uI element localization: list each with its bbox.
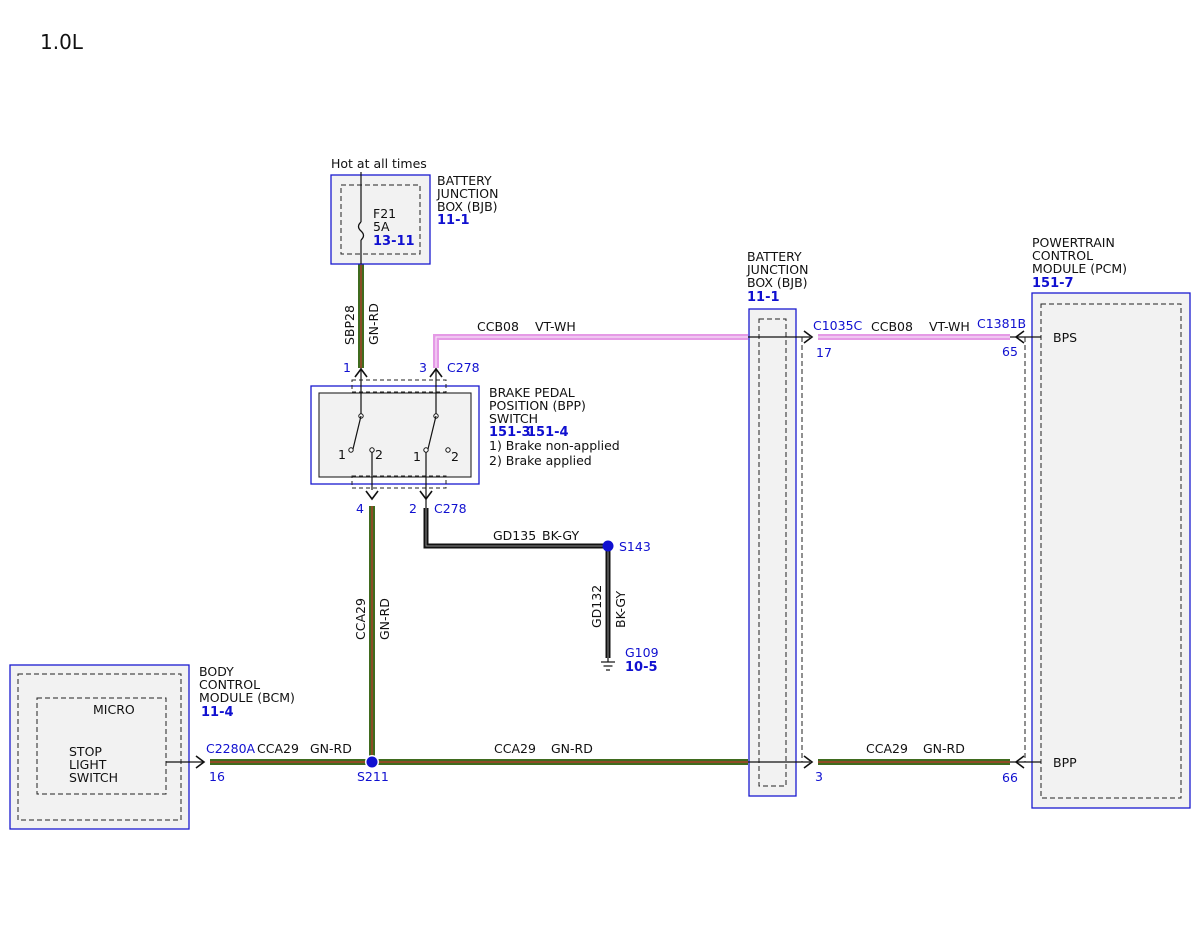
page-title: 1.0L bbox=[40, 30, 84, 54]
ground-g109-id[interactable]: G109 bbox=[625, 645, 659, 660]
pcm-ref[interactable]: 151-7 bbox=[1032, 276, 1074, 291]
bcm-ref[interactable]: 11-4 bbox=[201, 705, 234, 720]
fuse-rating: 5A bbox=[373, 219, 390, 234]
bjb-top-name-line2: JUNCTION bbox=[436, 186, 498, 201]
switch-right-contact-2: 2 bbox=[451, 449, 459, 464]
ccb08-circuit-label-left: CCB08 bbox=[477, 319, 519, 334]
splice-dot-icon bbox=[602, 540, 614, 552]
bcm-function-line3: SWITCH bbox=[69, 770, 118, 785]
bcm-name-line2: CONTROL bbox=[199, 677, 260, 692]
bjb-mid-name-line2: JUNCTION bbox=[746, 262, 808, 277]
pcm-pin-top: 65 bbox=[1002, 344, 1018, 359]
connector-arrow-icon bbox=[803, 330, 814, 344]
connector-arrow-icon bbox=[1014, 330, 1025, 344]
cca29-circuit-label-vertical: CCA29 bbox=[353, 598, 368, 640]
bjb-top-ref[interactable]: 11-1 bbox=[437, 213, 470, 228]
connector-arrow-icon bbox=[419, 490, 433, 501]
splice-s211-label[interactable]: S211 bbox=[357, 769, 389, 784]
pcm-signal-bps: BPS bbox=[1053, 330, 1077, 345]
ccb08-color-label-left: VT-WH bbox=[535, 319, 576, 334]
bpp-note-1: 1) Brake non-applied bbox=[489, 438, 620, 453]
switch-left-contact-2: 2 bbox=[375, 447, 383, 462]
cca29-circuit-label-mid: CCA29 bbox=[494, 741, 536, 756]
ground-symbol-icon bbox=[601, 658, 615, 671]
pcm-name-line3: MODULE (PCM) bbox=[1032, 261, 1127, 276]
connector-arrow-icon bbox=[354, 367, 368, 378]
bpp-connector-bottom[interactable]: C278 bbox=[434, 501, 467, 516]
bcm-function-line2: LIGHT bbox=[69, 757, 107, 772]
bcm-name-line3: MODULE (BCM) bbox=[199, 690, 295, 705]
connector-arrow-icon bbox=[429, 367, 443, 378]
connector-arrow-icon bbox=[195, 755, 206, 769]
bjb-mid-pin-bottom: 3 bbox=[815, 769, 823, 784]
bpp-connector-top[interactable]: C278 bbox=[447, 360, 480, 375]
bcm-pin: 16 bbox=[209, 769, 225, 784]
bjb-mid-box bbox=[748, 308, 814, 797]
wire-gd135 bbox=[423, 508, 608, 549]
sbp28-color-label: GN-RD bbox=[366, 303, 381, 345]
bpp-pin-4: 4 bbox=[356, 501, 364, 516]
bpp-pin-3: 3 bbox=[419, 360, 427, 375]
bpp-pin-2: 2 bbox=[409, 501, 417, 516]
switch-right-contact-1: 1 bbox=[413, 449, 421, 464]
connector-arrow-icon bbox=[365, 490, 379, 501]
bcm-inner-label: MICRO bbox=[93, 702, 135, 717]
bcm-connector[interactable]: C2280A bbox=[206, 741, 256, 756]
cca29-color-label-bcm: GN-RD bbox=[310, 741, 352, 756]
pcm-connector[interactable]: C1381B bbox=[977, 316, 1026, 331]
bpp-pin-1: 1 bbox=[343, 360, 351, 375]
sbp28-circuit-label: SBP28 bbox=[342, 305, 357, 345]
bpp-name-line1: BRAKE PEDAL bbox=[489, 385, 575, 400]
wire-ccb08 bbox=[433, 334, 1010, 368]
cca29-circuit-label-bcm: CCA29 bbox=[257, 741, 299, 756]
switch-contact-icon bbox=[348, 413, 375, 453]
gd132-color-label: BK-GY bbox=[613, 591, 628, 628]
bpp-note-2: 2) Brake applied bbox=[489, 453, 592, 468]
pcm-module-box bbox=[1010, 292, 1191, 809]
pcm-pin-bottom: 66 bbox=[1002, 770, 1018, 785]
cca29-color-label-vertical: GN-RD bbox=[377, 598, 392, 640]
bcm-function-line1: STOP bbox=[69, 744, 102, 759]
bpp-switch-box bbox=[310, 367, 480, 508]
feed-label: Hot at all times bbox=[331, 156, 427, 171]
ccb08-circuit-label-right: CCB08 bbox=[871, 319, 913, 334]
fuse-id: F21 bbox=[373, 206, 396, 221]
bjb-mid-pin-top: 17 bbox=[816, 345, 832, 360]
bjb-mid-connector[interactable]: C1035C bbox=[813, 318, 863, 333]
bjb-mid-ref[interactable]: 11-1 bbox=[747, 290, 780, 305]
ccb08-color-label-right: VT-WH bbox=[929, 319, 970, 334]
bpp-ref-2[interactable]: 151-4 bbox=[527, 425, 569, 440]
gd135-color-label: BK-GY bbox=[542, 528, 579, 543]
fuse-symbol-icon bbox=[357, 221, 365, 241]
bjb-mid-name-line3: BOX (BJB) bbox=[747, 275, 808, 290]
cca29-color-label-pcm: GN-RD bbox=[923, 741, 965, 756]
bjb-top-fuse-box bbox=[330, 172, 431, 265]
splice-s143-label[interactable]: S143 bbox=[619, 539, 651, 554]
connector-arrow-icon bbox=[803, 755, 814, 769]
connector-arrow-icon bbox=[1014, 755, 1025, 769]
cca29-color-label-mid: GN-RD bbox=[551, 741, 593, 756]
ground-g109-ref[interactable]: 10-5 bbox=[625, 660, 658, 675]
bpp-name-line3: SWITCH bbox=[489, 411, 538, 426]
switch-left-contact-1: 1 bbox=[338, 447, 346, 462]
gd135-circuit-label: GD135 bbox=[493, 528, 536, 543]
bpp-name-line2: POSITION (BPP) bbox=[489, 398, 586, 413]
fuse-ref[interactable]: 13-11 bbox=[373, 234, 415, 249]
bcm-name-line1: BODY bbox=[199, 664, 234, 679]
bpp-ref-1[interactable]: 151-3 bbox=[489, 425, 531, 440]
cca29-circuit-label-pcm: CCA29 bbox=[866, 741, 908, 756]
pcm-name-line2: CONTROL bbox=[1032, 248, 1093, 263]
pcm-signal-bpp: BPP bbox=[1053, 755, 1077, 770]
bjb-mid-name-line1: BATTERY bbox=[747, 249, 802, 264]
gd132-circuit-label: GD132 bbox=[589, 585, 604, 628]
bjb-top-name-line1: BATTERY bbox=[437, 173, 492, 188]
switch-contact-icon bbox=[423, 413, 451, 453]
bcm-module-box bbox=[9, 664, 206, 830]
splice-s211-dot bbox=[366, 756, 378, 768]
pcm-name-line1: POWERTRAIN bbox=[1032, 235, 1115, 250]
bjb-top-name-line3: BOX (BJB) bbox=[437, 199, 498, 214]
